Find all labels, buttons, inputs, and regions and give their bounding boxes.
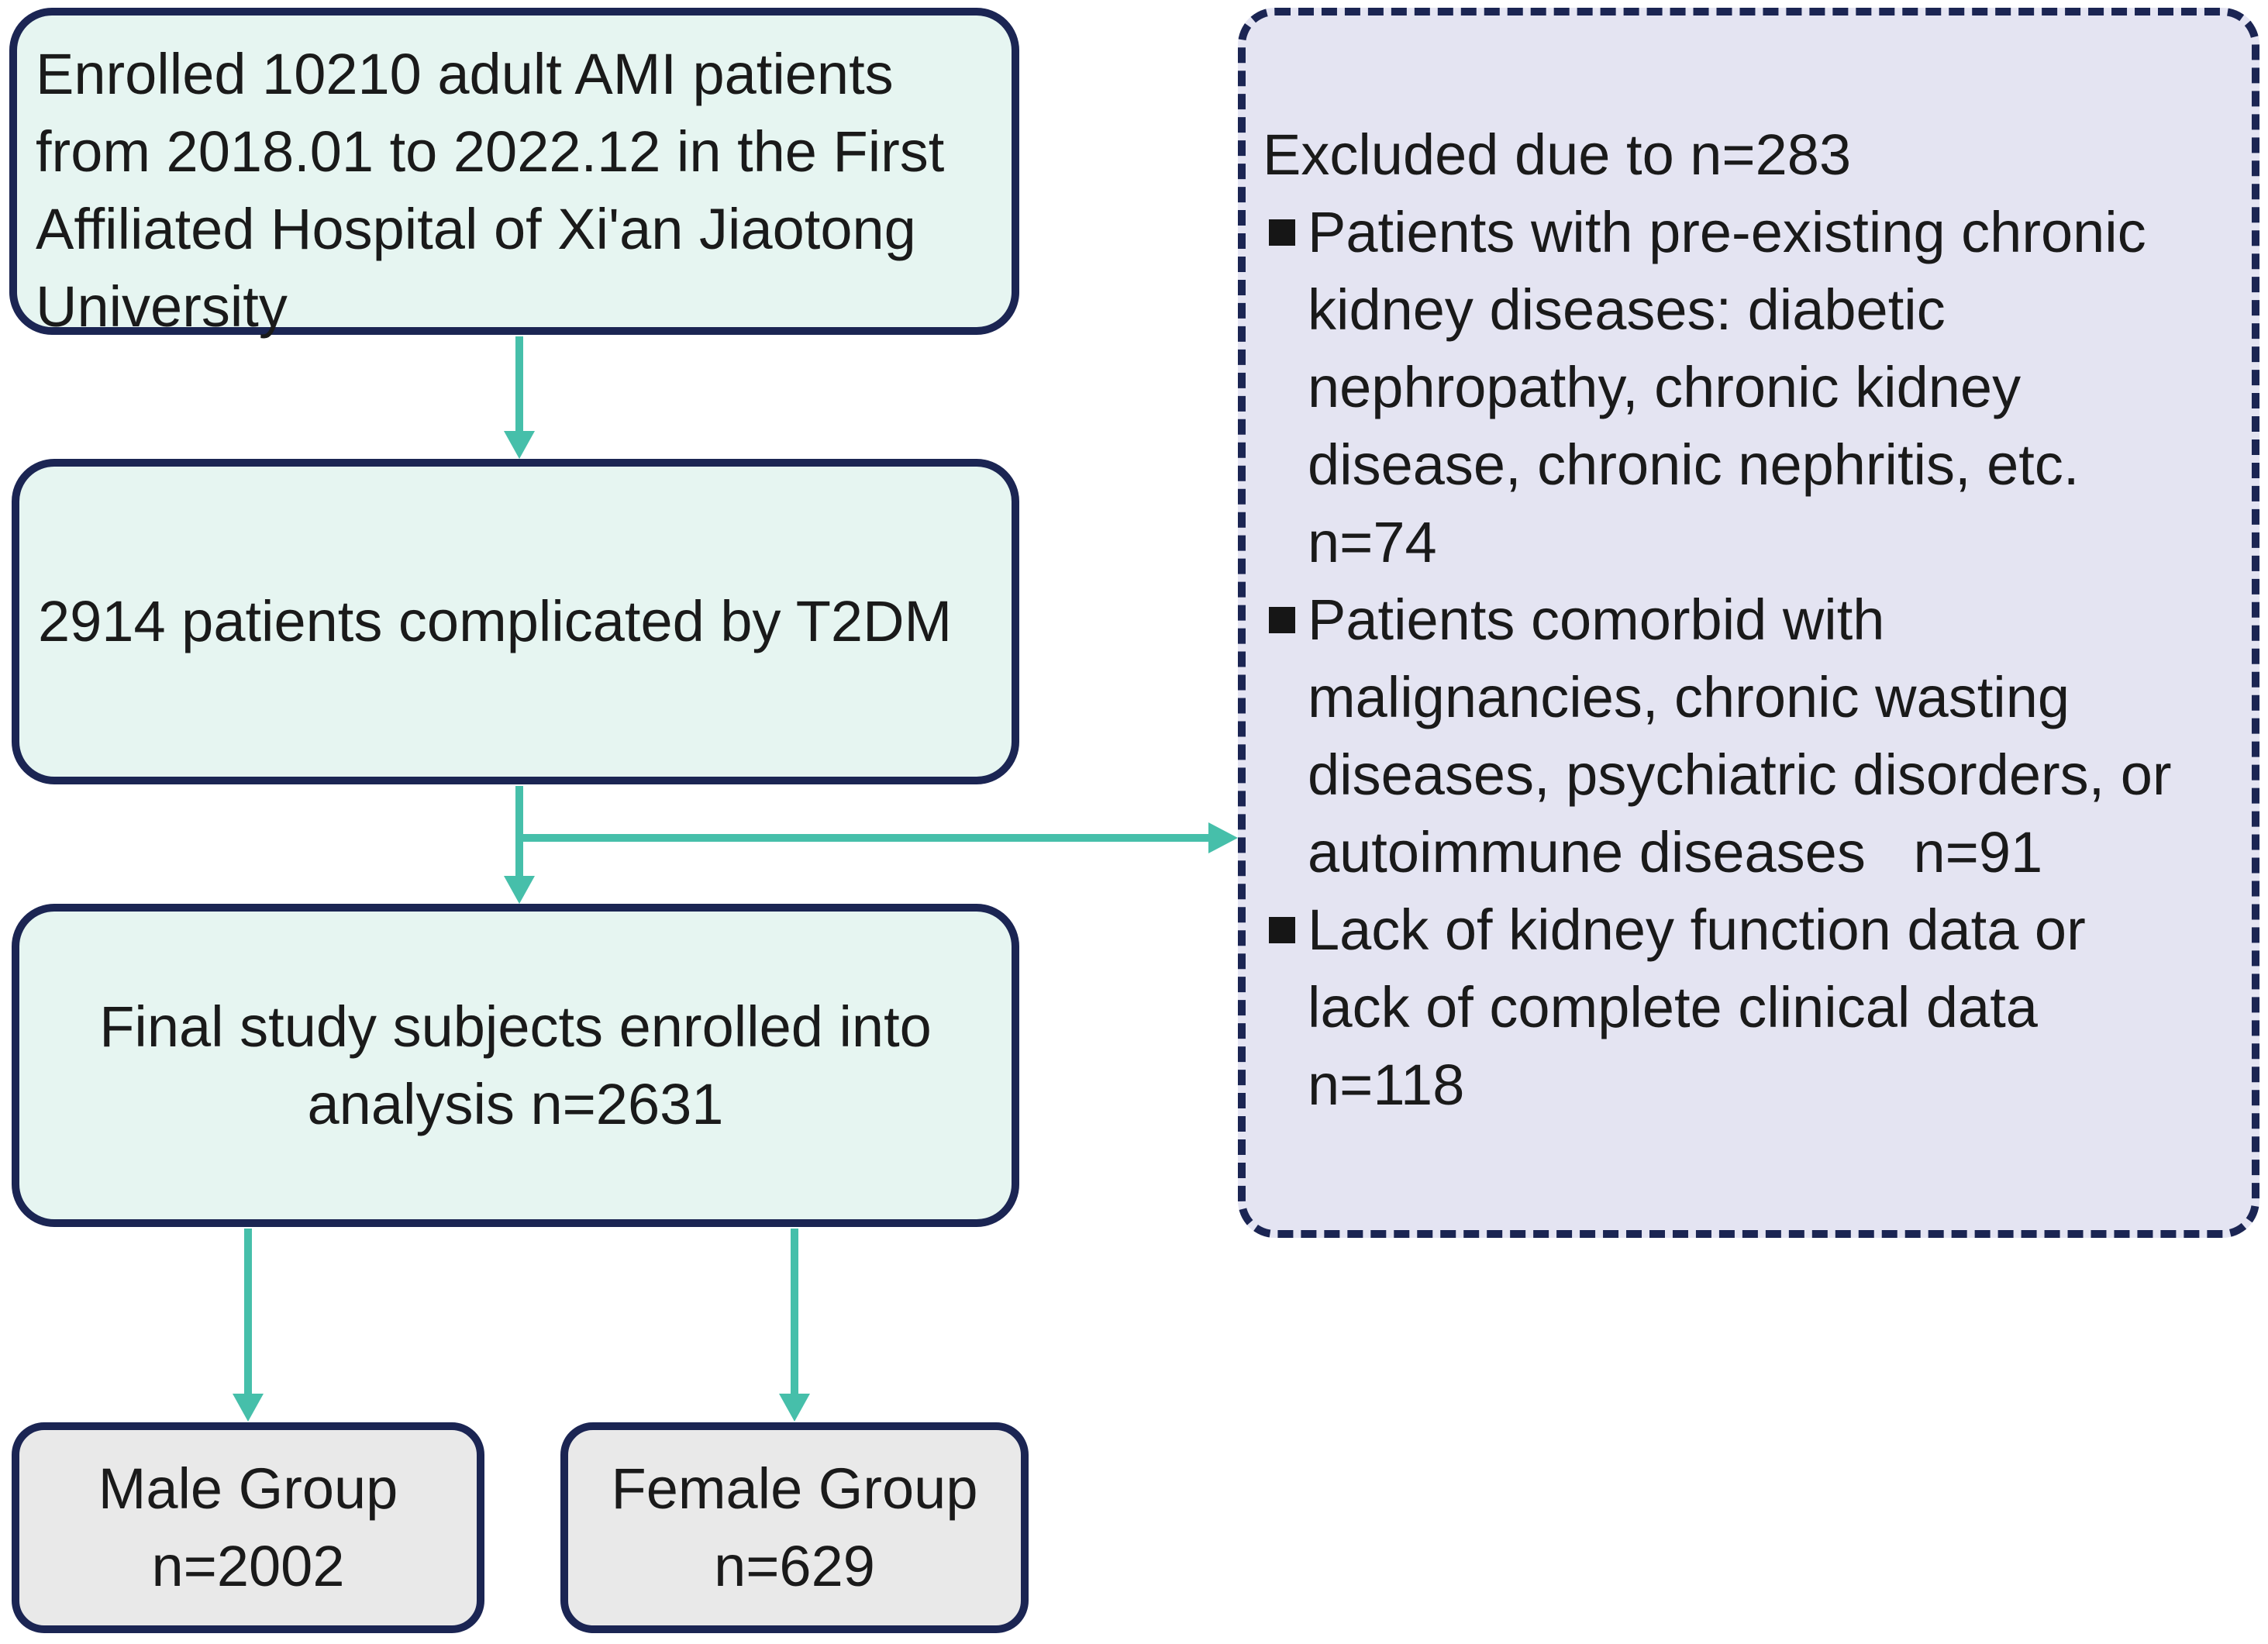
final-subjects-box: Final study subjects enrolled into analy…: [12, 904, 1019, 1227]
enrolled-patients-text: Enrolled 10210 adult AMI patients from 2…: [36, 42, 945, 339]
arrow-line-enrolled-to-t2dm: [515, 336, 523, 433]
excluded-header-text: Excluded due to n=283: [1263, 122, 1852, 187]
excluded-item-comorbidities: Patients comorbid with malignancies, chr…: [1260, 581, 2238, 891]
arrowhead-down-icon: [504, 876, 535, 904]
bullet-square-icon: [1269, 219, 1295, 246]
arrowhead-right-icon: [1208, 822, 1238, 853]
arrowhead-down-icon: [504, 431, 535, 459]
arrowhead-down-icon: [233, 1394, 264, 1422]
final-subjects-text: Final study subjects enrolled into analy…: [99, 994, 932, 1136]
excluded-box: Excluded due to n=283 Patients with pre-…: [1238, 8, 2259, 1238]
male-group-text: Male Group n=2002: [98, 1456, 398, 1598]
t2dm-patients-text: 2914 patients complicated by T2DM: [38, 589, 953, 653]
excluded-item-text: Patients with pre-existing chronic kidne…: [1308, 200, 2146, 574]
bullet-square-icon: [1269, 917, 1295, 943]
excluded-item-kidney-disease: Patients with pre-existing chronic kidne…: [1260, 194, 2238, 581]
female-group-text: Female Group n=629: [611, 1456, 978, 1598]
bullet-square-icon: [1269, 607, 1295, 633]
t2dm-patients-box: 2914 patients complicated by T2DM: [12, 459, 1019, 784]
arrow-line-t2dm-to-final: [515, 786, 523, 879]
male-group-box: Male Group n=2002: [12, 1422, 484, 1633]
arrow-line-final-to-male: [244, 1229, 252, 1396]
arrowhead-down-icon: [779, 1394, 810, 1422]
arrow-line-branch-to-excluded: [515, 834, 1210, 842]
excluded-item-text: Patients comorbid with malignancies, chr…: [1308, 588, 2172, 884]
arrow-line-final-to-female: [791, 1229, 798, 1396]
excluded-item-missing-data: Lack of kidney function data or lack of …: [1260, 891, 2238, 1124]
excluded-item-text: Lack of kidney function data or lack of …: [1308, 898, 2086, 1117]
female-group-box: Female Group n=629: [560, 1422, 1029, 1633]
enrolled-patients-box: Enrolled 10210 adult AMI patients from 2…: [9, 8, 1019, 339]
